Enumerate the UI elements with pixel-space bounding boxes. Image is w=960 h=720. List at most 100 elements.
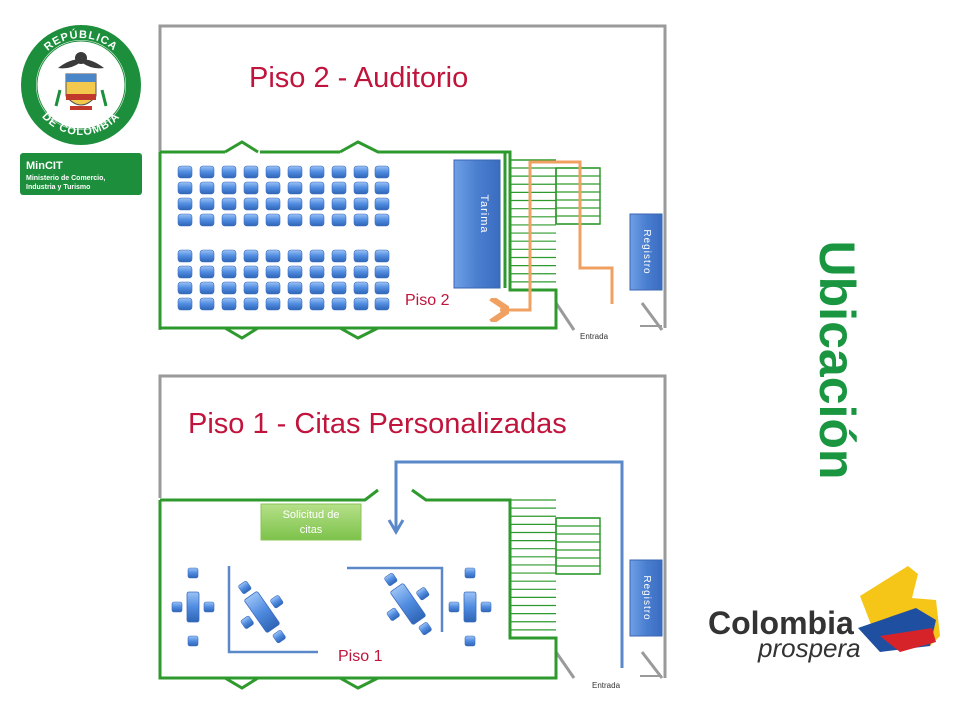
tarima-label: Tarima (478, 194, 490, 233)
floor-1-plan: Solicitud de citas Registro Piso 1 - Cit… (158, 374, 667, 690)
chair (331, 249, 347, 263)
chair (353, 297, 369, 311)
brand-colombia: Colombia (708, 605, 854, 641)
chair (374, 297, 390, 311)
chair (309, 197, 325, 211)
chair (199, 181, 215, 195)
mincit-line1: Ministerio de Comercio, (26, 175, 105, 182)
chair (243, 181, 259, 195)
chair (331, 297, 347, 311)
floor-2-registro-box (629, 213, 663, 291)
chair (199, 265, 215, 279)
chair (309, 297, 325, 311)
floor-1-route-arrow (394, 460, 624, 668)
chair (221, 197, 237, 211)
chair (374, 197, 390, 211)
chair (374, 249, 390, 263)
chair (353, 265, 369, 279)
chair (353, 281, 369, 295)
chair (243, 165, 259, 179)
chair (243, 249, 259, 263)
chair (243, 297, 259, 311)
chair (309, 181, 325, 195)
solicitud-line2: citas (300, 524, 323, 536)
chair (221, 265, 237, 279)
chair (287, 297, 303, 311)
floor-1-title: Piso 1 - Citas Personalizadas (188, 408, 567, 440)
chair (353, 197, 369, 211)
chair (199, 213, 215, 227)
chair (287, 197, 303, 211)
chair (309, 281, 325, 295)
ubicacion-title: Ubicación (809, 241, 865, 480)
solicitud-citas-box (260, 503, 362, 541)
chair (309, 213, 325, 227)
mincit-logo: MinCIT Ministerio de Comercio, Industria… (20, 153, 142, 195)
chair (374, 213, 390, 227)
chair (353, 249, 369, 263)
floor-1-registro-label: Registro (641, 575, 652, 620)
meeting-table (238, 580, 286, 644)
floor-2-entrance-label: Entrada (580, 332, 609, 341)
chair (177, 249, 193, 263)
chair (309, 165, 325, 179)
chair (243, 265, 259, 279)
auditorium-seating (177, 165, 390, 311)
chair (199, 197, 215, 211)
chair (177, 265, 193, 279)
chair (353, 213, 369, 227)
floor-1-staircase (509, 499, 600, 639)
chair (331, 165, 347, 179)
chair (221, 281, 237, 295)
floor-1-entrance-label: Entrada (592, 681, 621, 690)
floor-2-label: Piso 2 (405, 292, 450, 309)
floor-2-route-arrow (500, 160, 614, 310)
chair (221, 213, 237, 227)
meeting-table (384, 572, 432, 636)
chair (221, 181, 237, 195)
chair (243, 281, 259, 295)
chair (221, 165, 237, 179)
chair (287, 165, 303, 179)
chair (243, 197, 259, 211)
brand-prospera: prospera (757, 633, 861, 663)
meeting-table (171, 567, 215, 647)
chair (199, 281, 215, 295)
chair (331, 197, 347, 211)
chair (331, 213, 347, 227)
chair (265, 297, 281, 311)
chair (177, 181, 193, 195)
chair (177, 165, 193, 179)
chair (221, 297, 237, 311)
thumbs-up-icon (858, 566, 940, 652)
chair (353, 165, 369, 179)
chair (199, 297, 215, 311)
floor-1-label: Piso 1 (338, 648, 383, 665)
colombia-prospera-logo: Colombia prospera (708, 566, 940, 663)
chair (177, 297, 193, 311)
chair (199, 249, 215, 263)
chair (265, 181, 281, 195)
chair (265, 197, 281, 211)
chair (265, 249, 281, 263)
floor-2-title: Piso 2 - Auditorio (249, 62, 468, 94)
chair (265, 265, 281, 279)
chair (243, 213, 259, 227)
chair (265, 281, 281, 295)
chair (331, 181, 347, 195)
chair (265, 213, 281, 227)
chair (221, 249, 237, 263)
chair (177, 281, 193, 295)
chair (287, 213, 303, 227)
chair (287, 249, 303, 263)
chair (199, 165, 215, 179)
chair (331, 281, 347, 295)
chair (353, 181, 369, 195)
coat-of-arms-icon (54, 52, 108, 110)
mincit-name: MinCIT (26, 160, 63, 172)
floor-1-registro-box (629, 559, 663, 637)
mincit-line2: Industria y Turismo (26, 184, 90, 191)
chair (374, 165, 390, 179)
chair (287, 281, 303, 295)
